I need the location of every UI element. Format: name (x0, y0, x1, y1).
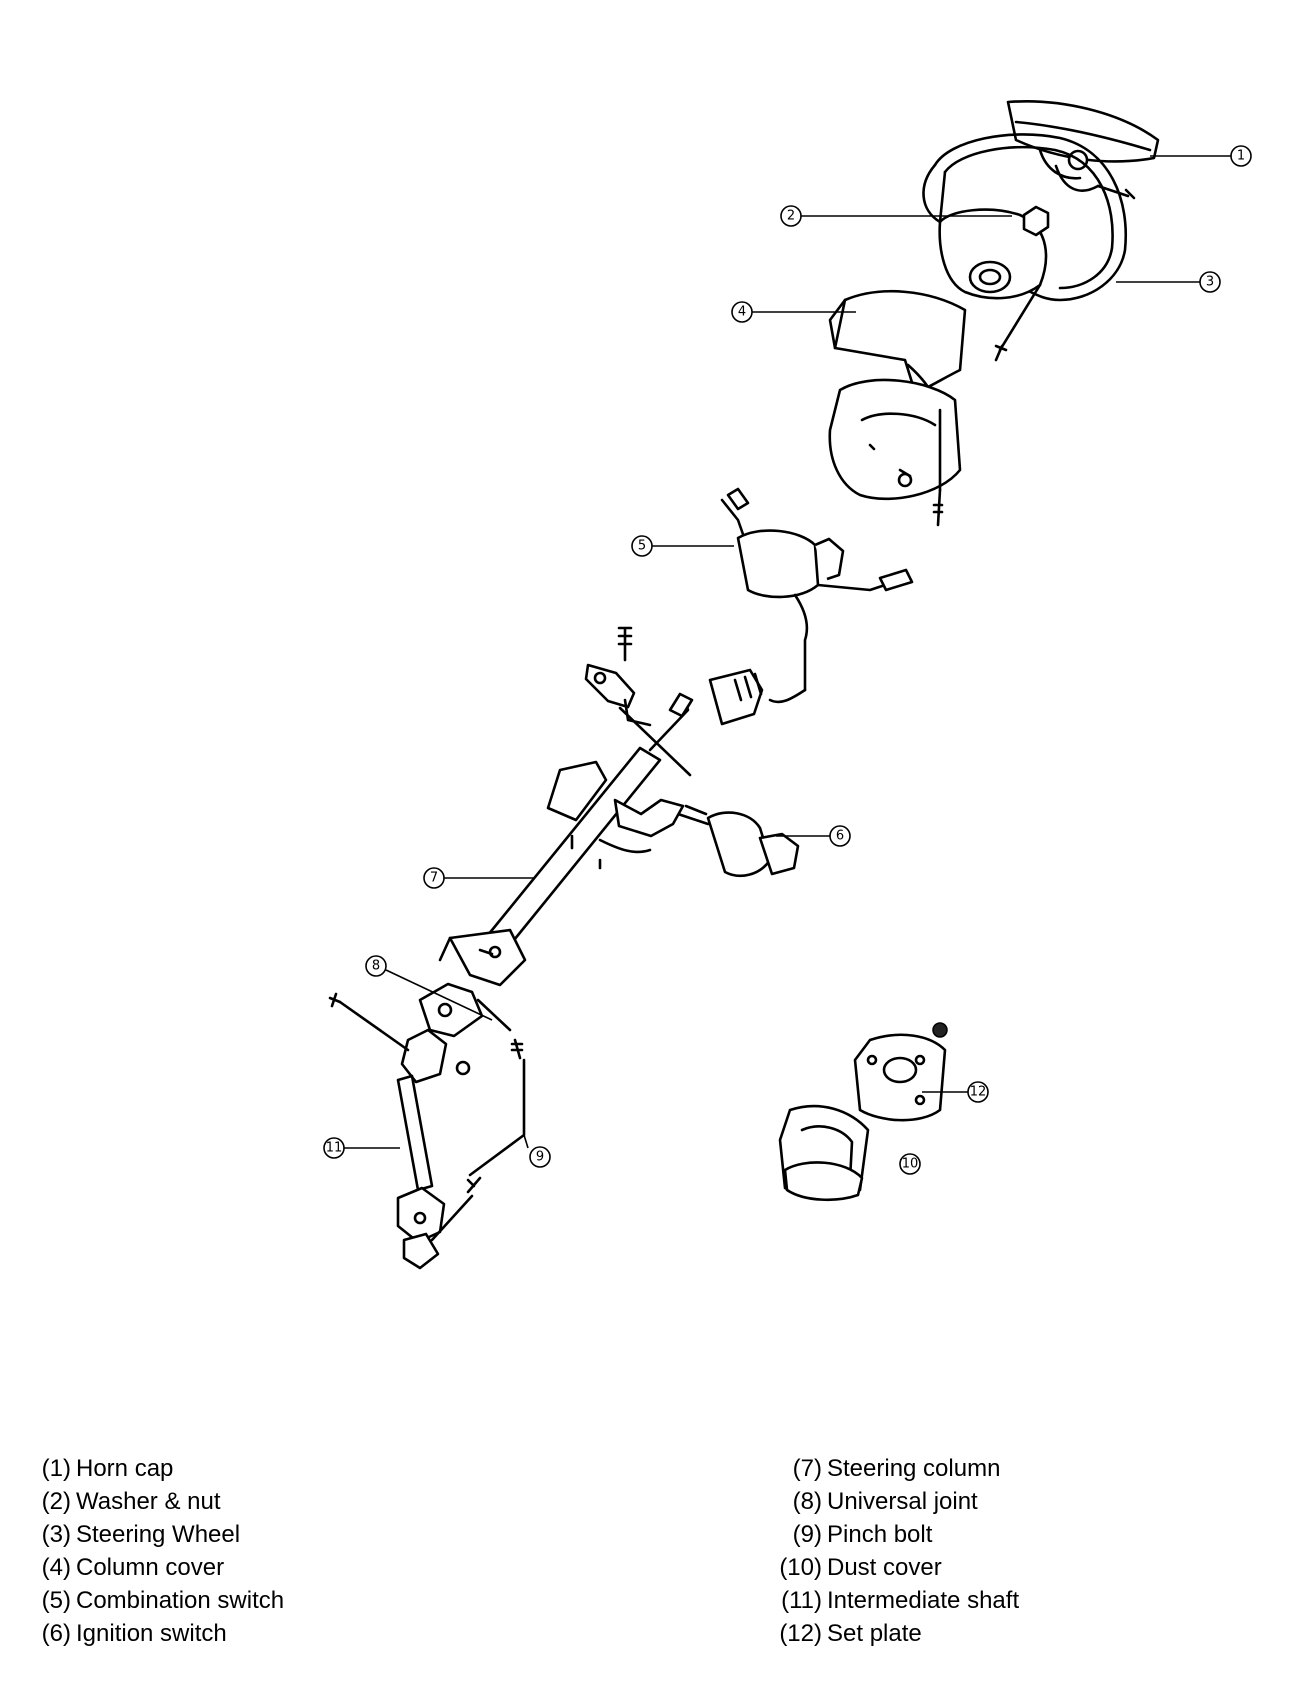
legend-item: (1)Horn cap (41, 1455, 174, 1482)
svg-text:3: 3 (1206, 275, 1214, 290)
svg-text:5: 5 (638, 539, 646, 554)
legend-item: (8)Universal joint (792, 1488, 978, 1515)
dust-cover (778, 1104, 870, 1202)
legend-item: (6)Ignition switch (41, 1620, 227, 1647)
legend-item: (12)Set plate (779, 1620, 922, 1647)
ignition-switch (618, 706, 800, 877)
callout-3: 3 (1199, 271, 1221, 293)
intermediate-shaft (396, 1074, 474, 1270)
svg-text:1: 1 (1237, 149, 1245, 164)
legend-item: (5)Combination switch (41, 1587, 285, 1614)
steering-column (438, 692, 694, 987)
callout-11: 11 (323, 1137, 345, 1159)
legend-item: (2)Washer & nut (41, 1488, 221, 1515)
callout-1: 1 (1230, 145, 1252, 167)
parts-legend-left: (1)Horn cap (2)Washer & nut (3)Steering … (27, 1452, 284, 1650)
set-plate (853, 1022, 948, 1122)
universal-joint (328, 982, 524, 1084)
callout-6: 6 (829, 825, 851, 847)
callout-5: 5 (631, 535, 653, 557)
column-cover (828, 290, 967, 527)
svg-text:7: 7 (430, 871, 438, 886)
svg-text:8: 8 (372, 959, 380, 974)
svg-text:6: 6 (836, 829, 844, 844)
pinch-bolt (466, 1058, 526, 1194)
legend-item: (7)Steering column (792, 1455, 1001, 1482)
callout-8: 8 (365, 955, 387, 977)
svg-text:10: 10 (902, 1157, 919, 1172)
svg-text:4: 4 (738, 305, 746, 320)
legend-item: (11)Intermediate shaft (781, 1587, 1020, 1614)
legend-item: (3)Steering Wheel (41, 1521, 241, 1548)
callout-2: 2 (780, 205, 802, 227)
combination-switch (708, 487, 914, 726)
legend-item: (4)Column cover (41, 1554, 225, 1581)
legend-item: (9)Pinch bolt (792, 1521, 933, 1548)
callout-12: 12 (967, 1081, 989, 1103)
steering-column-exploded-diagram: 1 2 3 4 5 6 7 8 9 10 11 12 (323, 100, 1252, 1270)
steering-wheel (922, 133, 1128, 362)
svg-text:2: 2 (787, 209, 795, 224)
horn-cap (1006, 100, 1160, 200)
callout-4: 4 (731, 301, 753, 323)
parts-legend-right: (7)Steering column (8)Universal joint (9… (778, 1452, 1019, 1650)
svg-text:12: 12 (970, 1085, 987, 1100)
callout-9: 9 (529, 1146, 551, 1168)
callout-7: 7 (423, 867, 445, 889)
svg-text:11: 11 (326, 1141, 343, 1156)
legend-item: (10)Dust cover (779, 1554, 942, 1581)
column-bracket-bolt (584, 626, 652, 727)
callout-10: 10 (899, 1153, 921, 1175)
svg-text:9: 9 (536, 1150, 544, 1165)
